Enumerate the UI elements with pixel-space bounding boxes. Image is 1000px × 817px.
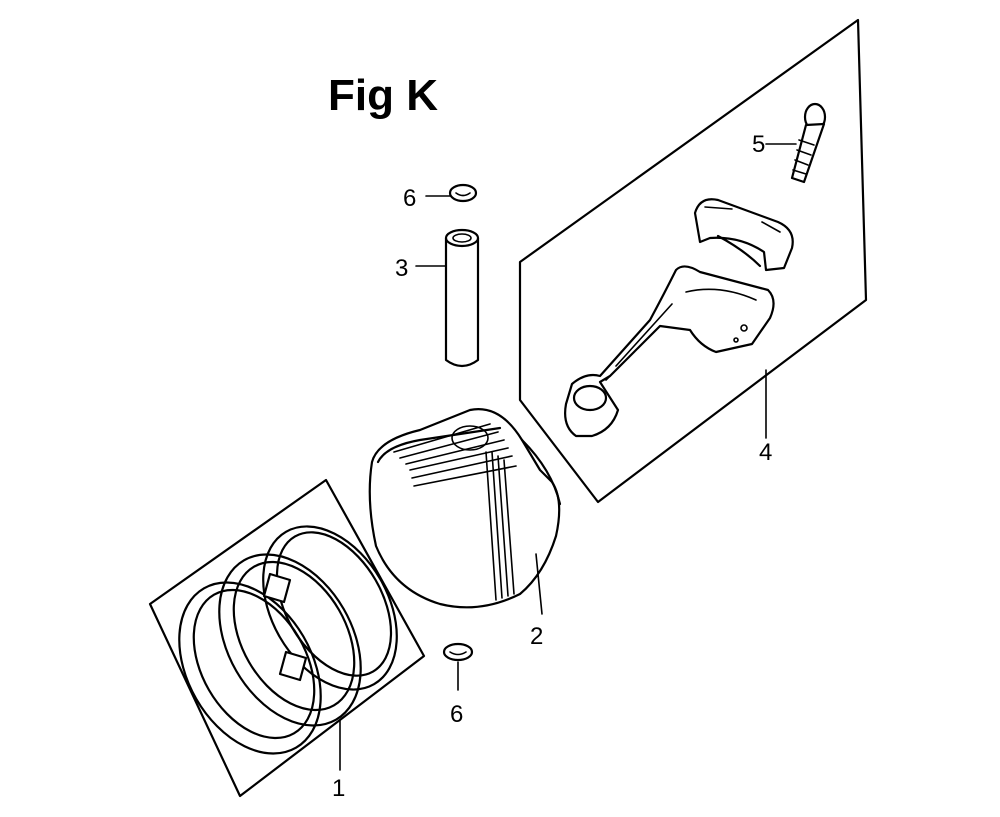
piston	[368, 408, 562, 609]
pin-clip-bottom	[442, 642, 474, 662]
connecting-rod-group	[518, 18, 868, 504]
piston-pin	[444, 228, 480, 368]
callout-6-bottom: 6	[450, 701, 463, 728]
callout-1: 1	[332, 775, 345, 802]
callout-5: 5	[752, 131, 765, 158]
callout-4: 4	[759, 439, 772, 466]
callout-6-top: 6	[403, 185, 416, 212]
leader-line-2	[535, 553, 543, 615]
callout-2: 2	[530, 623, 543, 650]
piston-rings-group	[148, 478, 426, 798]
connecting-rod-boundary	[518, 18, 868, 504]
piston-ring-middle	[218, 553, 362, 727]
pin-clip-top	[448, 183, 478, 203]
rod-bolt	[790, 102, 827, 184]
connecting-rod	[564, 265, 775, 438]
piston-ring-inner	[262, 525, 398, 691]
rod-cap	[693, 198, 794, 272]
callout-3: 3	[395, 255, 408, 282]
piston-rings-boundary	[148, 478, 426, 798]
figure-title: Fig K	[328, 71, 438, 120]
